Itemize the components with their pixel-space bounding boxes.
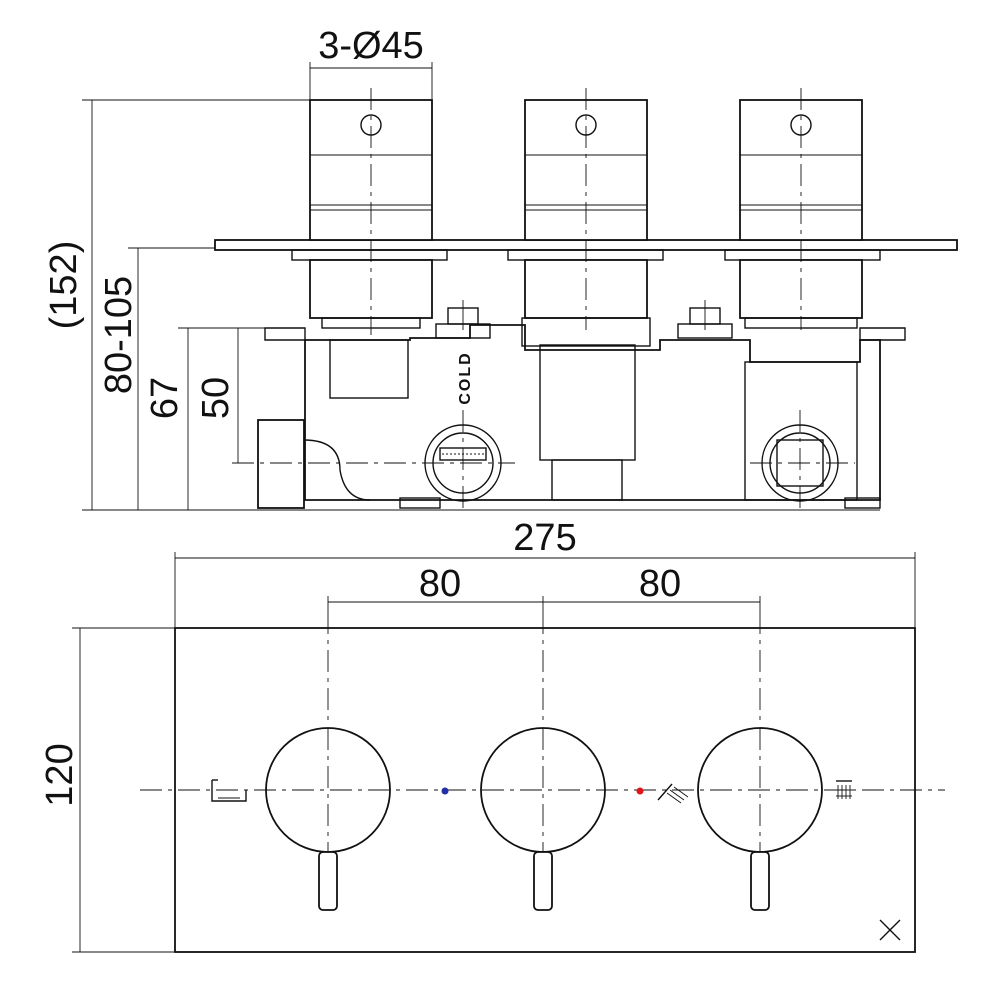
bath-spout-icon (211, 779, 247, 802)
height-dimension: 120 (39, 627, 175, 953)
bolt-left (435, 300, 491, 339)
spacing-left-label: 80 (419, 563, 461, 605)
front-view: 275 80 80 120 (39, 517, 945, 953)
overhead-shower-icon (836, 780, 852, 799)
bolt-right (677, 300, 733, 339)
width-275-label: 275 (513, 517, 576, 559)
depth-50-label: 50 (195, 377, 237, 419)
width-dimension: 275 (174, 517, 916, 628)
hand-shower-icon (657, 783, 689, 804)
spacing-right-label: 80 (639, 563, 681, 605)
cold-label: COLD (457, 351, 474, 404)
spacing-dimensions: 80 80 (327, 563, 761, 612)
overall-height-label: (152) (43, 241, 85, 330)
valve-body: COLD (257, 300, 906, 509)
diameter-label: 3-Ø45 (318, 25, 424, 67)
handle-cartridge-right (739, 99, 863, 329)
side-elevation: 3-Ø45 (152) 80-105 67 50 (43, 25, 958, 511)
hot-indicator-dot (636, 787, 644, 795)
vertical-dimensions: (152) 80-105 67 50 (43, 99, 880, 511)
diameter-dimension: 3-Ø45 (309, 25, 433, 102)
depth-range-label: 80-105 (98, 276, 140, 394)
depth-67-label: 67 (144, 377, 186, 419)
brand-cross-icon (879, 919, 901, 941)
centerlines-top (232, 88, 855, 510)
height-120-label: 120 (39, 743, 81, 806)
cold-indicator-dot (441, 787, 449, 795)
handle-knob-left (265, 727, 391, 911)
handle-knob-middle (480, 727, 606, 911)
